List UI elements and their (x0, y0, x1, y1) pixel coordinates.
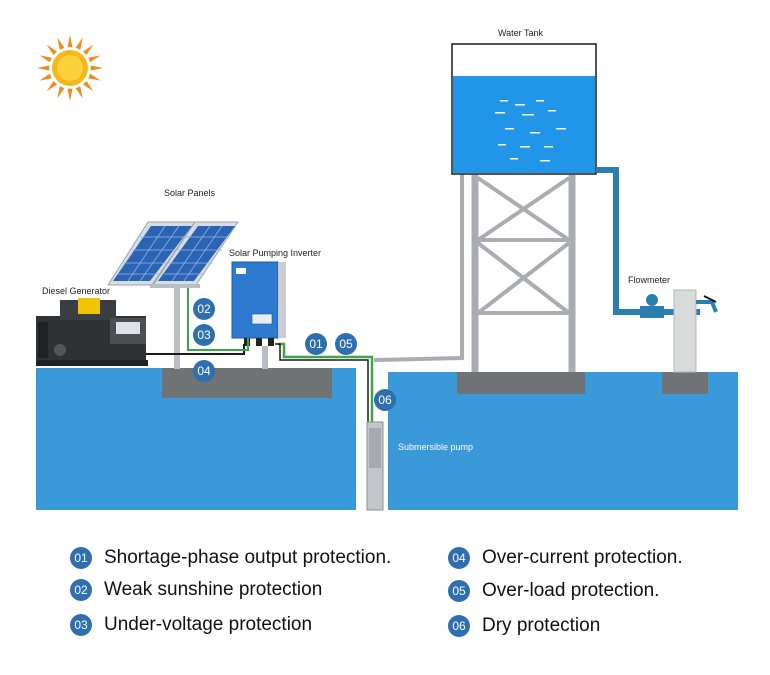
legend-text: Dry protection (482, 615, 601, 636)
sun-ray (46, 81, 57, 92)
tower (471, 175, 576, 372)
sun-ray (39, 55, 52, 63)
sun-ray (37, 65, 50, 71)
badge-02: 02 (193, 298, 215, 320)
badge-06: 06 (374, 389, 396, 411)
cables (146, 288, 374, 510)
legend-text: Shortage-phase output protection. (104, 547, 392, 568)
sun-ray (57, 86, 65, 99)
right-water-block (388, 372, 738, 510)
legend-item: 04 Over-current protection. (448, 547, 683, 569)
faucet-foundation (662, 372, 708, 394)
sun-ray (39, 73, 52, 81)
system-diagram (36, 35, 738, 511)
legend-text: Weak sunshine protection (104, 579, 323, 600)
inverter-stand (262, 346, 268, 369)
solar-panel-icon (107, 221, 239, 286)
submersible-pump-icon (366, 421, 384, 511)
legend-badge: 04 (448, 547, 470, 569)
inverter-label: Solar Pumping Inverter (229, 248, 322, 258)
solar-panels-label: Solar Panels (164, 188, 216, 198)
legend-item: 03 Under-voltage protection (70, 614, 312, 636)
sun-ray (67, 88, 73, 101)
panel-stand (150, 284, 200, 369)
sun-icon (37, 35, 103, 101)
legend-text: Under-voltage protection (104, 614, 313, 635)
sun-ray (75, 86, 83, 99)
faucet-icon (673, 289, 718, 373)
sun-ray (67, 35, 73, 48)
tower-foundation (457, 372, 585, 394)
legend-item: 01 Shortage-phase output protection. (70, 547, 391, 569)
diesel-generator-label: Diesel Generator (42, 286, 111, 296)
badge-01: 01 (305, 333, 327, 355)
legend-item: 06 Dry protection (448, 615, 600, 637)
badge-03: 03 (193, 324, 215, 346)
sun-ray (46, 44, 57, 55)
legend-badge: 06 (448, 615, 470, 637)
water-tank-icon (451, 43, 597, 175)
legend-badge: 05 (448, 580, 470, 602)
badge-04: 04 (193, 360, 215, 382)
legend-item: 02 Weak sunshine protection (70, 579, 322, 601)
legend-badge: 02 (70, 579, 92, 601)
flowmeter-icon (640, 294, 664, 318)
sun-ray (83, 44, 94, 55)
sun-ray (90, 65, 103, 71)
badge-05: 05 (335, 333, 357, 355)
diesel-generator-icon (36, 298, 148, 366)
sun-ray (57, 37, 65, 50)
legend-badge: 01 (70, 547, 92, 569)
legend-text: Over-load protection. (482, 580, 660, 601)
flowmeter-label: Flowmeter (628, 275, 671, 285)
sun-ray (83, 81, 94, 92)
legend-badge: 03 (70, 614, 92, 636)
inverter-icon (231, 261, 286, 346)
legend-item: 05 Over-load protection. (448, 580, 659, 602)
sun-ray (88, 55, 101, 63)
submersible-pump-label: Submersible pump (398, 442, 474, 452)
sun-ray (88, 73, 101, 81)
water-tank-label: Water Tank (498, 28, 544, 38)
legend-text: Over-current protection. (482, 547, 683, 568)
panel-foundation (162, 368, 332, 398)
sun-ray (75, 37, 83, 50)
